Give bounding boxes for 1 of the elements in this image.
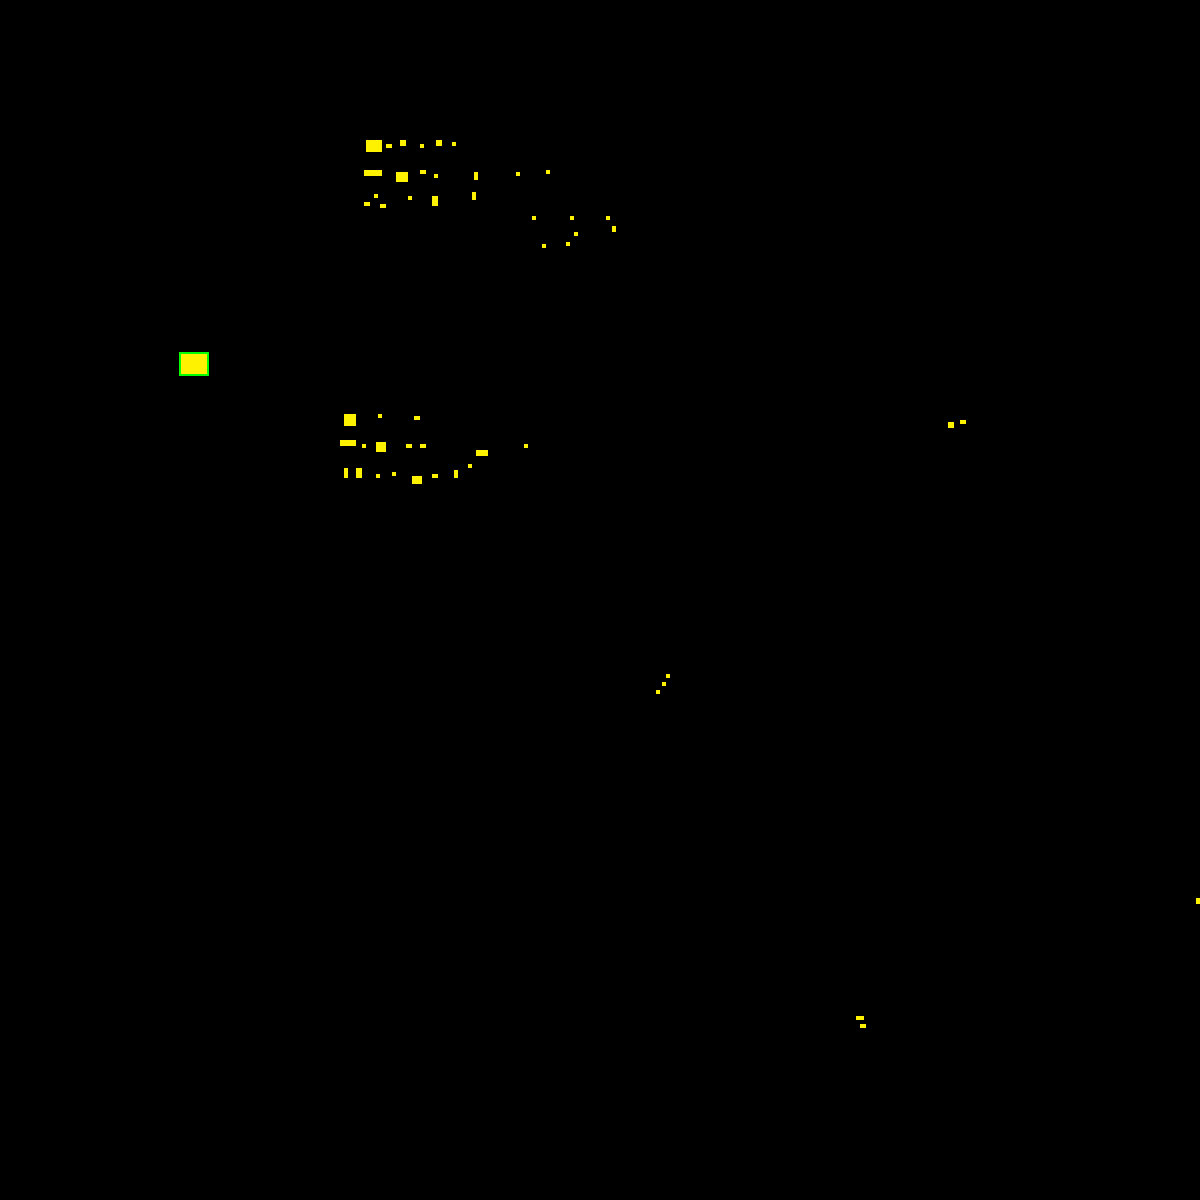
small-box [179, 352, 209, 376]
